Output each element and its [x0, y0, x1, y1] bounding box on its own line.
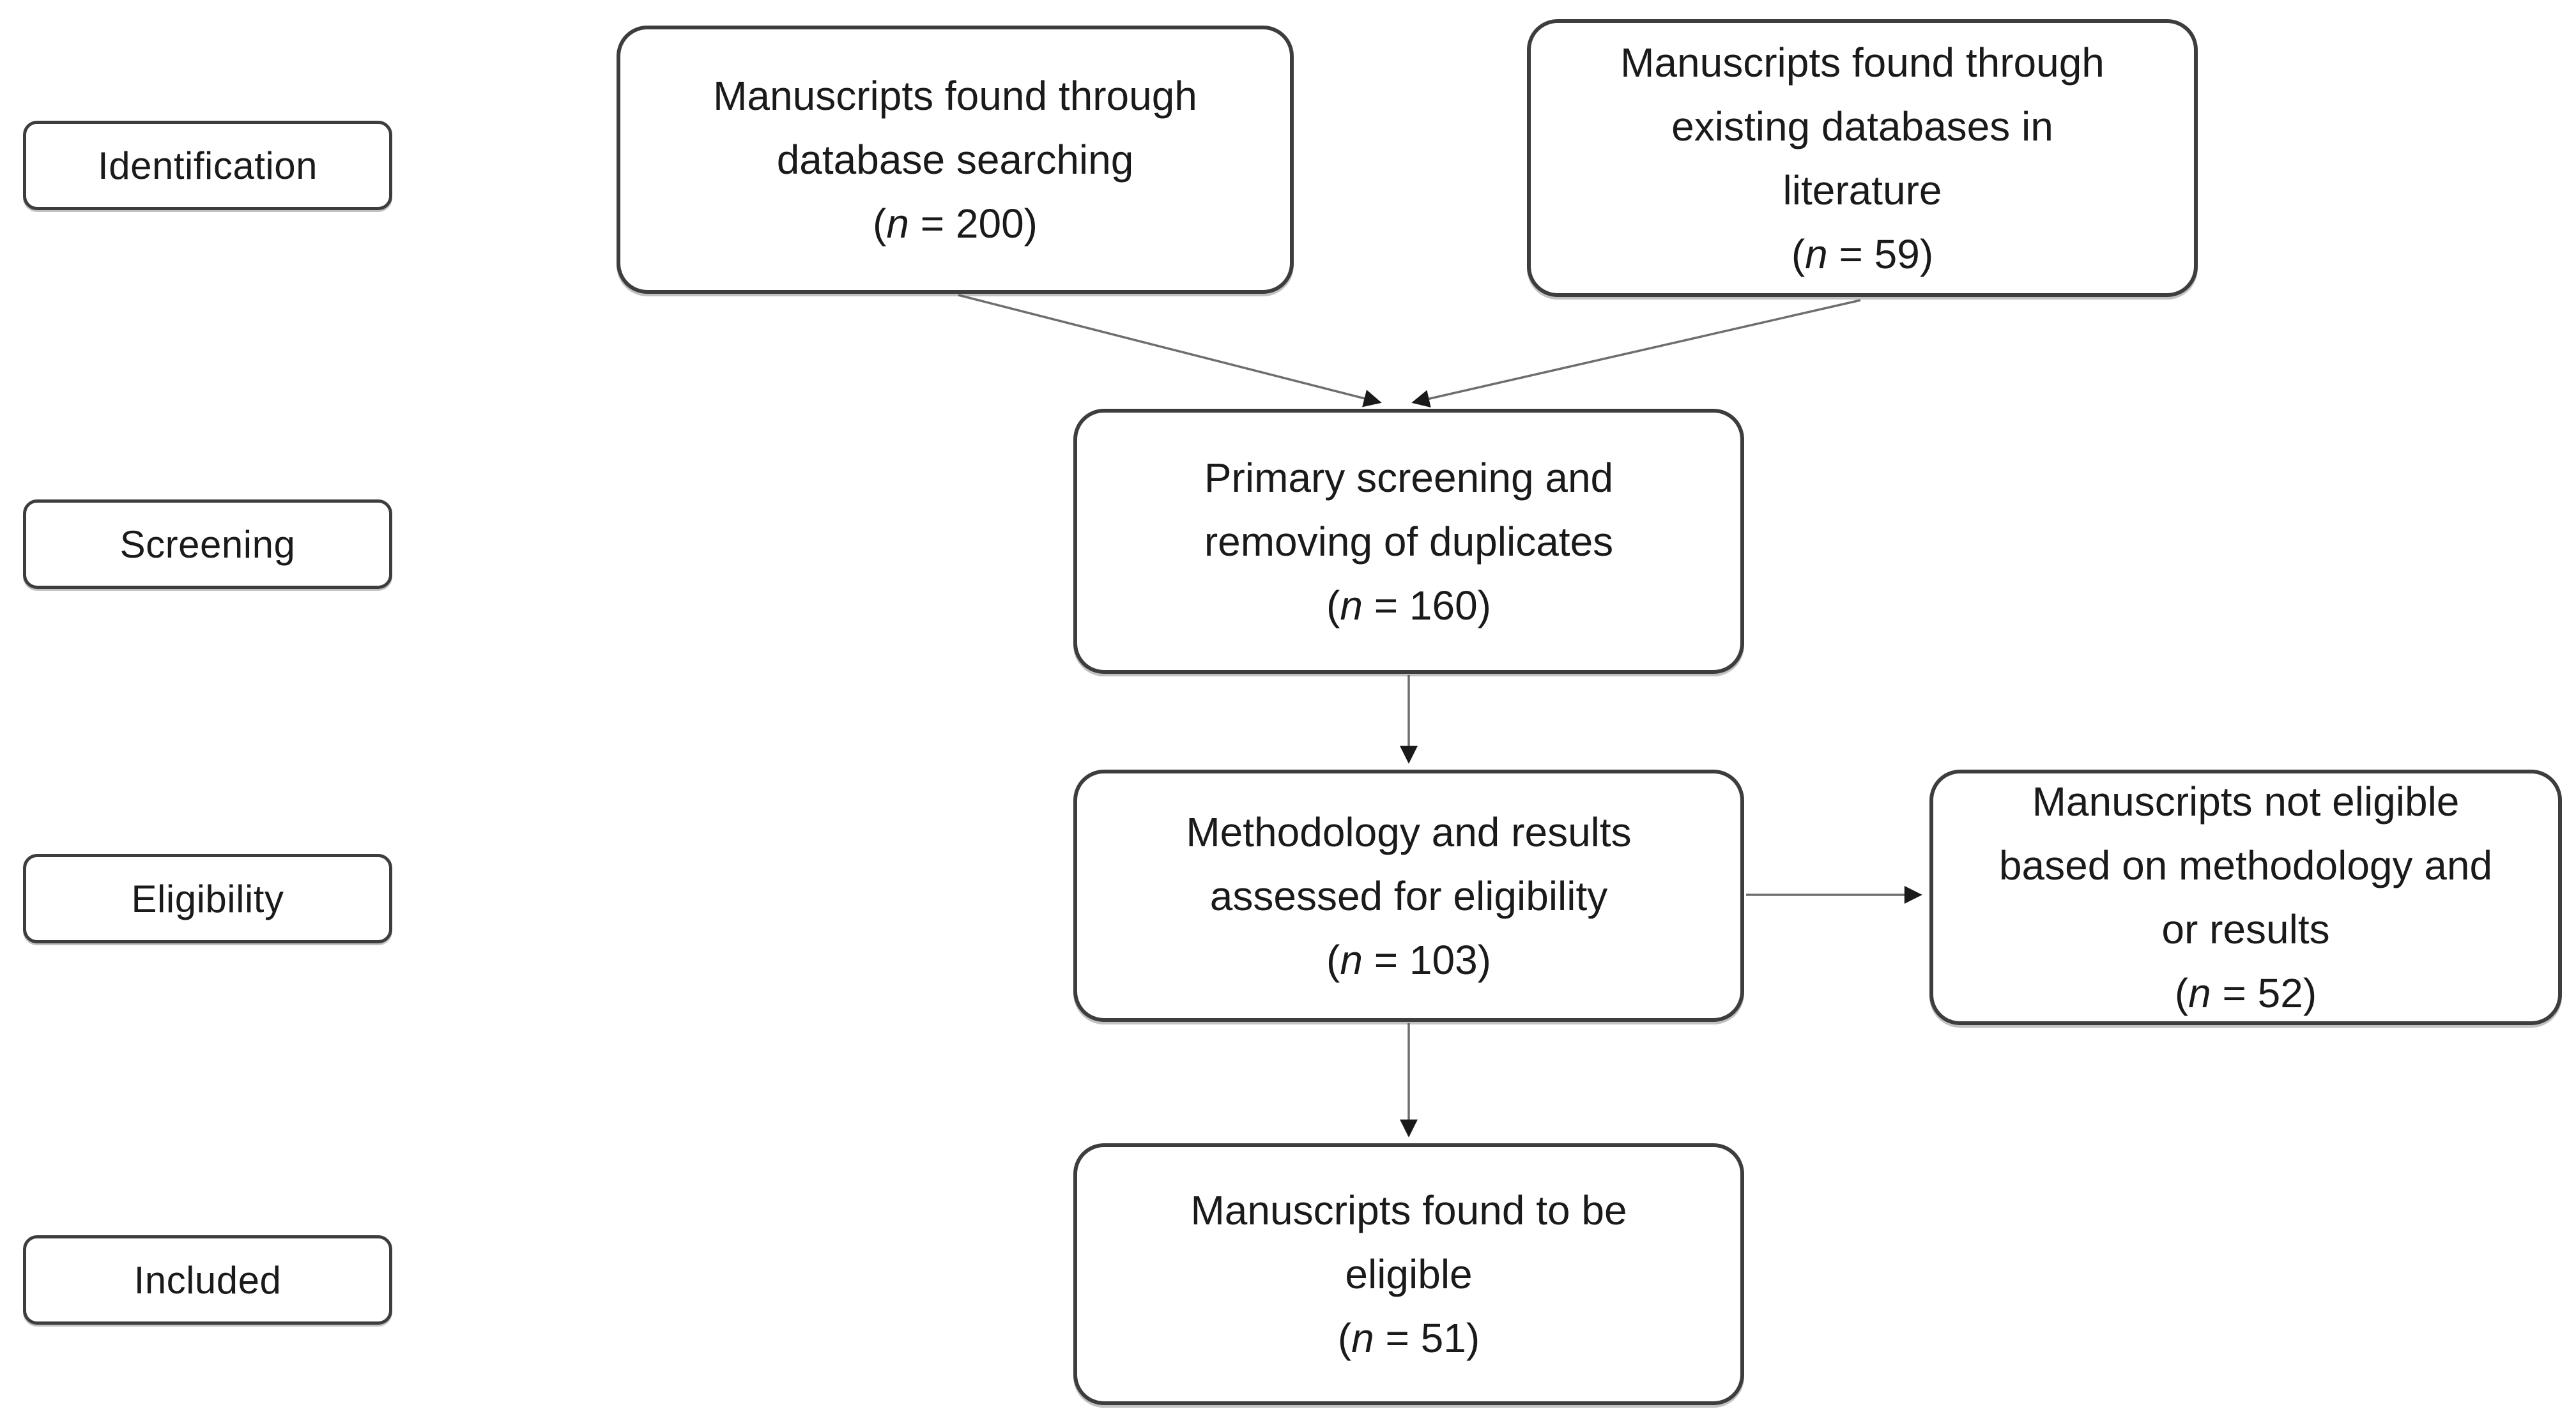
stage-label-text: Included — [134, 1258, 282, 1302]
box-count-line: (n = 51) — [1338, 1306, 1480, 1370]
box-text-line: removing of duplicates — [1204, 518, 1614, 565]
count-variable: n — [886, 201, 909, 247]
flow-box-primary-screening: Primary screening and removing of duplic… — [1073, 409, 1744, 674]
stage-label-screening: Screening — [23, 499, 392, 589]
stage-label-text: Eligibility — [131, 877, 284, 920]
box-text-line: database searching — [776, 137, 1134, 183]
count-variable: n — [2188, 970, 2211, 1016]
count-variable: n — [1351, 1315, 1374, 1361]
box-count-line: (n = 103) — [1326, 928, 1491, 992]
box-text-line: eligible — [1345, 1251, 1473, 1297]
count-value: = 103) — [1362, 936, 1491, 983]
count-open: ( — [1791, 231, 1805, 277]
count-value: = 59) — [1827, 231, 1934, 277]
flow-box-not-eligible: Manuscripts not eligible based on method… — [1929, 770, 2562, 1025]
box-text-line: Manuscripts found through — [713, 73, 1197, 119]
count-value: = 160) — [1362, 582, 1491, 628]
flow-box-existing-databases: Manuscripts found through existing datab… — [1527, 19, 2198, 297]
count-variable: n — [1340, 582, 1363, 628]
box-count-line: (n = 200) — [873, 192, 1038, 255]
count-variable: n — [1805, 231, 1828, 277]
stage-label-text: Screening — [119, 522, 296, 566]
flow-box-methodology-assessed: Methodology and results assessed for eli… — [1073, 770, 1744, 1022]
count-open: ( — [873, 201, 887, 247]
box-text-line: Primary screening and — [1204, 454, 1614, 501]
flow-box-database-searching: Manuscripts found through database searc… — [617, 26, 1294, 294]
flow-box-found-eligible: Manuscripts found to be eligible (n = 51… — [1073, 1143, 1744, 1405]
arrow-database-to-primary — [958, 294, 1382, 407]
box-count-line: (n = 59) — [1791, 222, 1933, 286]
box-text-line: Manuscripts found through — [1620, 39, 2104, 86]
count-value: = 52) — [2211, 970, 2317, 1016]
stage-label-included: Included — [23, 1235, 392, 1325]
box-text-line: Methodology and results — [1186, 809, 1632, 855]
count-variable: n — [1340, 936, 1363, 983]
box-text-line: Manuscripts not eligible — [2032, 779, 2460, 825]
stage-label-text: Identification — [98, 144, 318, 187]
box-text-line: existing databases in — [1671, 103, 2053, 149]
box-text-line: literature — [1782, 167, 1942, 213]
count-open: ( — [1337, 1315, 1352, 1361]
count-value: = 200) — [908, 201, 1038, 247]
count-open: ( — [1326, 582, 1340, 628]
box-text-line: Manuscripts found to be — [1190, 1187, 1627, 1233]
box-text-line: or results — [2161, 906, 2330, 952]
box-count-line: (n = 52) — [2175, 961, 2317, 1025]
stage-label-identification: Identification — [23, 121, 392, 210]
count-open: ( — [1326, 936, 1340, 983]
box-count-line: (n = 160) — [1326, 574, 1491, 637]
stage-label-eligibility: Eligibility — [23, 854, 392, 943]
arrow-existing-to-primary — [1411, 299, 1861, 408]
box-text-line: assessed for eligibility — [1209, 872, 1608, 919]
count-open: ( — [2174, 970, 2189, 1016]
count-value: = 51) — [1374, 1315, 1480, 1361]
box-text-line: based on methodology and — [1998, 842, 2493, 888]
